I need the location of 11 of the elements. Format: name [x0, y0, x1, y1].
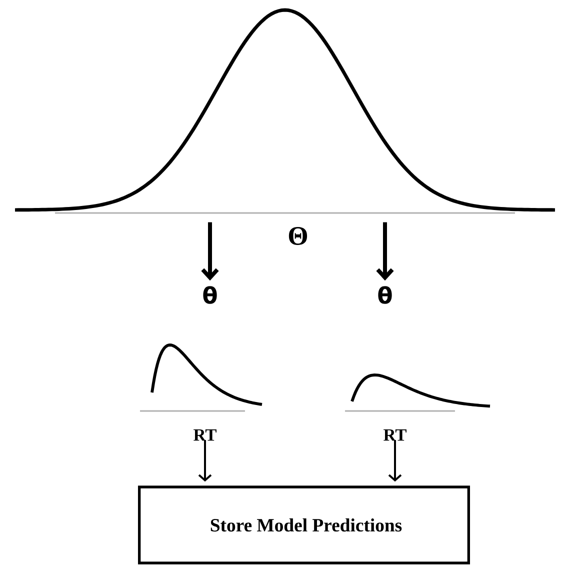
symbol-label: θ — [203, 286, 217, 304]
symbol-label: RT — [384, 429, 406, 441]
arrow — [198, 440, 212, 482]
symbol-label: θ — [378, 286, 392, 304]
process-box: Store Model Predictions — [138, 486, 470, 564]
bell-curve-drawing — [15, 8, 555, 214]
symbol-label: RT — [194, 429, 216, 441]
arrow — [388, 440, 402, 482]
parameter-label: Θ — [288, 227, 308, 245]
arrow — [376, 222, 394, 281]
arrow — [201, 222, 219, 281]
